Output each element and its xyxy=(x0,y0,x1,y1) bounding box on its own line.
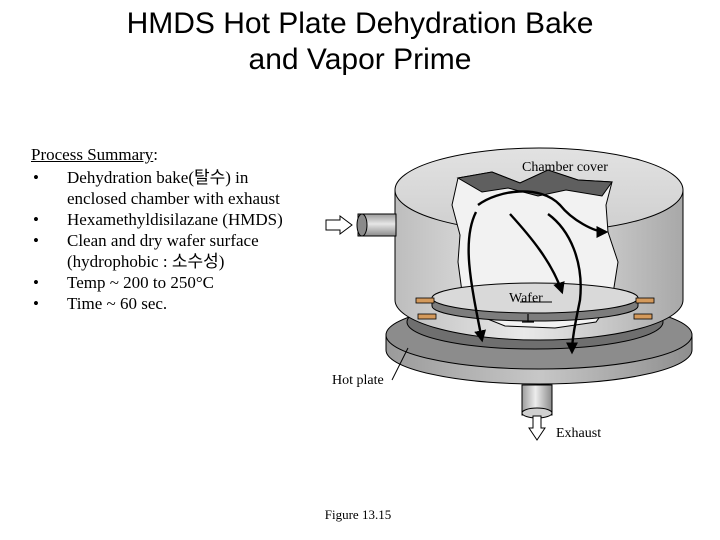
title-line-2: and Vapor Prime xyxy=(248,43,472,76)
summary-heading-colon: : xyxy=(153,145,159,164)
wafer-clamps xyxy=(415,297,655,320)
wafer xyxy=(431,282,639,323)
process-summary-heading: Process Summary: xyxy=(31,144,331,165)
summary-item: • Clean and dry wafer surface (hydrophob… xyxy=(31,230,331,272)
bullet-icon: • xyxy=(33,168,39,187)
process-summary: Process Summary: • Dehydration bake(탈수) … xyxy=(31,144,331,314)
title-line-1: HMDS Hot Plate Dehydration Bake xyxy=(126,7,594,40)
wafer-label: Wafer xyxy=(509,291,543,306)
vapor-flow-arrows xyxy=(467,190,609,355)
leader-lines xyxy=(391,301,552,381)
bullet-icon: • xyxy=(33,210,39,229)
summary-item: • Temp ~ 200 to 250°C xyxy=(31,272,331,293)
hmds-inlet-pipe xyxy=(356,213,397,237)
bullet-icon: • xyxy=(33,294,39,313)
hot-plate-label: Hot plate xyxy=(332,373,384,388)
summary-item-line: Time ~ 60 sec. xyxy=(67,294,168,313)
summary-item-line: Clean and dry wafer surface xyxy=(67,231,259,250)
inlet-arrow-icon xyxy=(325,215,353,235)
summary-item: • Time ~ 60 sec. xyxy=(31,293,331,314)
summary-list: • Dehydration bake(탈수) in enclosed chamb… xyxy=(31,167,331,314)
summary-item: • Dehydration bake(탈수) in enclosed chamb… xyxy=(31,167,331,209)
summary-heading-text: Process Summary xyxy=(31,145,154,164)
summary-item: • Hexamethyldisilazane (HMDS) xyxy=(31,209,331,230)
exhaust-label: Exhaust xyxy=(556,426,601,441)
slide-title: HMDS Hot Plate Dehydration Bake and Vapo… xyxy=(0,6,720,78)
summary-item-line: enclosed chamber with exhaust xyxy=(67,189,280,208)
exhaust-arrow-icon xyxy=(528,415,546,441)
summary-item-line: Temp ~ 200 to 250°C xyxy=(67,273,215,292)
bullet-icon: • xyxy=(33,273,39,292)
exhaust-pipe xyxy=(521,384,553,419)
figure-caption: Figure 13.15 xyxy=(325,507,391,522)
summary-item-line: (hydrophobic : 소수성) xyxy=(67,252,225,271)
summary-item-line: Dehydration bake(탈수) in xyxy=(67,168,249,187)
chamber-cover-label: Chamber cover xyxy=(522,160,608,175)
summary-item-line: Hexamethyldisilazane (HMDS) xyxy=(67,210,283,229)
bullet-icon: • xyxy=(33,231,39,250)
